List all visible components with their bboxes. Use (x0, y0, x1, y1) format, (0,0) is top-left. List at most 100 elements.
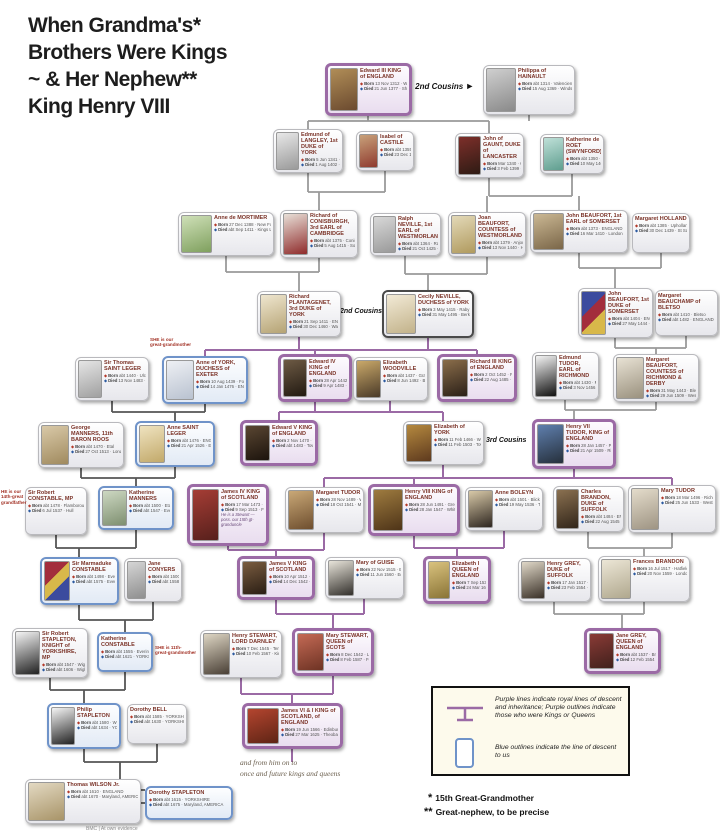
person-box-mary-tudor: Mary TUDOR◆Born18 Mar 1496 · Richmond◆Di… (628, 485, 716, 533)
diamond-bullet-icon: ◆ (633, 571, 637, 576)
person-box-richard3: Richard III KING of ENGLAND◆Born2 Oct 14… (437, 354, 517, 402)
died-row-mary-tudor: ◆Died25 Jun 1533 · Westhorpe Hall (661, 500, 713, 505)
person-box-edward5: Edward V KING of ENGLAND◆Born2 Nov 1470 … (240, 420, 318, 466)
died-row-dorothy-bell: ◆Diedabt 1630 · YORKSHIRE (130, 719, 184, 724)
diamond-bullet-icon: ◆ (77, 725, 81, 730)
title-line-2: Brothers Were Kings (28, 41, 228, 64)
person-text-henry-grey: Henry GREY, DUKE of SUFFOLK◆Born17 Jan 1… (547, 561, 588, 599)
born-row-james5: ◆Born10 Apr 1512 · Linlithgow (269, 574, 310, 579)
died-row-marmaduke-constable: ◆Diedabt 1575 · Everingham (72, 579, 115, 584)
person-box-edmund-tudor: Edmund TUDOR, EARL of RICHMOND◆Bornabt 1… (532, 352, 599, 400)
died-row-thomas-wilson: ◆Diedabt 1670 · Maryland, AMERICA (67, 794, 138, 799)
born-row-marmaduke-constable: ◆Bornabt 1498 · Everingham (72, 574, 115, 579)
diamond-bullet-icon: ◆ (310, 238, 314, 243)
person-text-charles-brandon: Charles BRANDON, DUKE of SUFFOLK◆Bornabt… (581, 489, 621, 529)
portrait-marmaduke-constable (44, 561, 70, 601)
person-box-margaret-beaufort: Margaret BEAUFORT, COUNTESS of RICHMOND … (613, 354, 699, 402)
died-row-robert-constable: ◆Died6 Jul 1537 · Hull (28, 508, 74, 513)
diamond-bullet-icon: ◆ (383, 378, 387, 383)
diamond-bullet-icon: ◆ (383, 373, 387, 378)
diamond-bullet-icon: ◆ (326, 652, 330, 657)
person-name-james5: James V KING of SCOTLAND (269, 561, 307, 573)
died-row-edward3: ◆Died21 Jun 1377 · Sheen Palace (360, 86, 407, 91)
died-row-john-beaufort-somerset: ◆Died16 Mar 1410 · London (566, 231, 623, 236)
person-name-edward3: Edward III KING of ENGLAND (360, 68, 402, 80)
portrait-jane-conyers (127, 561, 146, 599)
diamond-bullet-icon: ◆ (42, 662, 46, 667)
born-row-thomas-wilson: ◆Bornabt 1610 · ENGLAND (67, 789, 124, 794)
diamond-bullet-icon: ◆ (380, 152, 384, 157)
diamond-bullet-icon: ◆ (71, 444, 75, 449)
person-text-mary-queen-of-scots: Mary STEWART, QUEEN of SCOTS◆Born8 Dec 1… (326, 633, 369, 671)
born-row-jane-grey: ◆Bornabt 1537 · Bradgate Park (616, 652, 656, 657)
born-row-katherine-manners: ◆Bornabt 1500 · Etal (129, 503, 170, 508)
person-box-richard-plantagenet: Richard PLANTAGENET, 3rd DUKE of YORK◆Bo… (257, 291, 341, 337)
diamond-bullet-icon: ◆ (281, 727, 285, 732)
born-row-jane-conyers: ◆Bornabt 1500 · Hornby Castle (148, 574, 179, 579)
diamond-bullet-icon: ◆ (232, 651, 236, 656)
title-line-1: When Grandma's* (28, 14, 201, 37)
born-row-elizabeth1: ◆Born7 Sep 1533 · Greenwich (452, 580, 486, 585)
person-text-jane-conyers: Jane CONYERS◆Bornabt 1500 · Hornby Castl… (148, 561, 179, 599)
died-row-katherine-constable: ◆Diedabt 1621 · YORKSHIRE (101, 654, 149, 659)
died-row-george-manners: ◆Died27 Oct 1513 · London (71, 449, 121, 454)
died-row-margaret-beauchamp: ◆Diedabt 1482 · ENGLAND (658, 317, 714, 322)
person-note-james4: He is a Stewart — poss. our 15th gt-gran… (221, 512, 255, 527)
diamond-bullet-icon: ◆ (452, 580, 456, 585)
diamond-bullet-icon: ◆ (149, 802, 153, 807)
diamond-bullet-icon: ◆ (28, 508, 32, 513)
person-name-katherine-manners: Katherine MANNERS (129, 490, 157, 502)
person-text-dorothy-bell: Dorothy BELL◆Bornabt 1585 · YORKSHIRE◆Di… (130, 707, 184, 741)
person-box-ralph-neville: Ralph NEVILLE, 1st EARL of WESTMORLAND◆B… (370, 213, 441, 256)
title-line-3: ~ & Her Nephew** (28, 68, 197, 91)
person-box-anne-stleger: Anne SAINT LEGER◆Bornabt 1476 · ENGLAND◆… (135, 421, 215, 467)
person-text-mary-tudor: Mary TUDOR◆Born18 Mar 1496 · Richmond◆Di… (661, 488, 713, 530)
diamond-bullet-icon: ◆ (221, 502, 225, 507)
diamond-bullet-icon: ◆ (633, 566, 637, 571)
died-row-elizabeth1: ◆Died24 Mar 1603 · Richmond Palace (452, 585, 486, 590)
portrait-cecily-neville (386, 294, 416, 334)
person-box-margaret-beauchamp: Margaret BEAUCHAMP of BLETSO◆Bornabt 141… (655, 290, 718, 336)
born-row-robert-constable: ◆Bornabt 1478 · Flamborough (28, 503, 84, 508)
died-row-edmund-langley: ◆Died1 Aug 1402 · Kings Langley (301, 162, 340, 167)
diamond-bullet-icon: ◆ (104, 378, 108, 383)
portrait-anne-mortimer (181, 215, 212, 253)
diamond-bullet-icon: ◆ (72, 574, 76, 579)
died-row-henry8: ◆Died28 Jan 1547 · Whitehall (405, 507, 455, 512)
person-text-margaret-beaufort: Margaret BEAUFORT, COUNTESS of RICHMOND … (646, 357, 696, 399)
born-row-edward5: ◆Born2 Nov 1470 · Westminster (272, 438, 313, 443)
person-name-philippa: Philippa of HAINAULT (518, 68, 547, 80)
diamond-bullet-icon: ◆ (608, 316, 612, 321)
person-name-frances-brandon: Frances BRANDON (633, 559, 684, 565)
credit-caption: BMC | At own evidence (86, 826, 138, 832)
person-text-katherine-manners: Katherine MANNERS◆Bornabt 1500 · Etal◆Di… (129, 490, 170, 526)
diamond-bullet-icon: ◆ (566, 161, 570, 166)
diamond-bullet-icon: ◆ (167, 443, 171, 448)
person-name-george-manners: George MANNERS, 11th BARON ROOS (71, 425, 113, 443)
person-text-john-gaunt: John of GAUNT, DUKE of LANCASTER◆BornMar… (483, 136, 521, 175)
person-box-katherine-constable: Katherine CONSTABLE◆Bornabt 1555 · Everi… (97, 632, 153, 672)
person-box-thomas-stleger: Sir Thomas SAINT LEGER◆Bornabt 1440 · Ul… (75, 357, 149, 401)
born-row-anne-york: ◆Born10 Aug 1439 · Fotheringhay (196, 379, 244, 384)
person-text-anne-stleger: Anne SAINT LEGER◆Bornabt 1476 · ENGLAND◆… (167, 425, 211, 463)
born-row-elizabeth-york: ◆Born11 Feb 1466 · Westminster (434, 437, 481, 442)
person-box-thomas-wilson: Thomas WILSON Jr.◆Bornabt 1610 · ENGLAND… (25, 779, 141, 824)
person-text-jane-grey: Jane GREY, QUEEN of ENGLAND◆Bornabt 1537… (616, 633, 656, 669)
diamond-bullet-icon: ◆ (518, 86, 522, 91)
footnote-grandmother-text: 15th Great-Grandmother (435, 793, 534, 803)
diamond-bullet-icon: ◆ (310, 243, 314, 248)
born-row-dorothy-stapleton: ◆Bornabt 1615 · YORKSHIRE (149, 797, 210, 802)
diamond-bullet-icon: ◆ (281, 732, 285, 737)
diamond-bullet-icon: ◆ (326, 657, 330, 662)
portrait-george-manners (41, 425, 69, 465)
died-row-katherine-manners: ◆Diedabt 1547 · Everingham (129, 508, 170, 513)
diamond-bullet-icon: ◆ (289, 319, 293, 324)
person-name-anne-york: Anne of YORK, DUCHESS of EXETER (196, 360, 236, 378)
person-box-marmaduke-constable: Sir Marmaduke CONSTABLE◆Bornabt 1498 · E… (40, 557, 119, 605)
diamond-bullet-icon: ◆ (483, 161, 487, 166)
died-row-anne-mortimer: ◆Diedabt Sep 1411 · Kings Langley (214, 227, 271, 232)
portrait-edmund-langley (276, 132, 299, 170)
person-box-james5: James V KING of SCOTLAND◆Born10 Apr 1512… (237, 556, 315, 600)
person-name-thomas-wilson: Thomas WILSON Jr. (67, 782, 120, 788)
